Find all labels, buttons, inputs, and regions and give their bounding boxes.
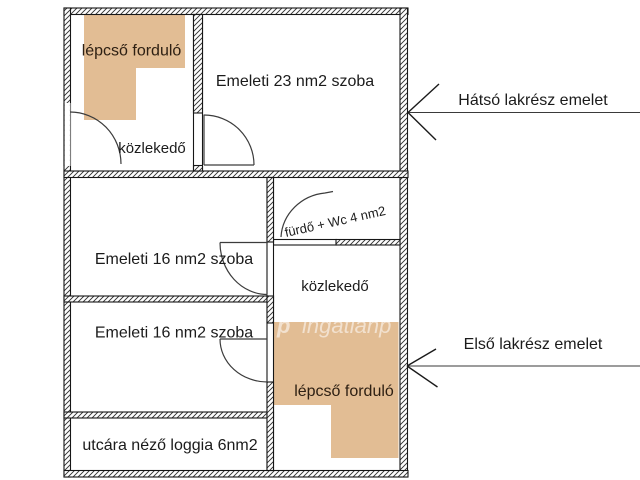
svg-text:Emeleti 23 nm2 szoba: Emeleti 23 nm2 szoba: [216, 73, 374, 90]
svg-text:lépcső forduló: lépcső forduló: [82, 43, 182, 60]
svg-text:Első lakrész emelet: Első lakrész emelet: [464, 336, 603, 353]
svg-text:lépcső forduló: lépcső forduló: [294, 383, 394, 400]
svg-text:közlekedő: közlekedő: [301, 278, 369, 295]
svg-text:Hátsó lakrész emelet: Hátsó lakrész emelet: [458, 92, 608, 109]
svg-text:utcára néző loggia 6nm2: utcára néző loggia 6nm2: [82, 437, 257, 454]
svg-text:Emeleti 16 nm2 szoba: Emeleti 16 nm2 szoba: [95, 325, 253, 342]
svg-text:közlekedő: közlekedő: [118, 140, 186, 157]
svg-text:Emeleti 16 nm2 szoba: Emeleti 16 nm2 szoba: [95, 251, 253, 268]
